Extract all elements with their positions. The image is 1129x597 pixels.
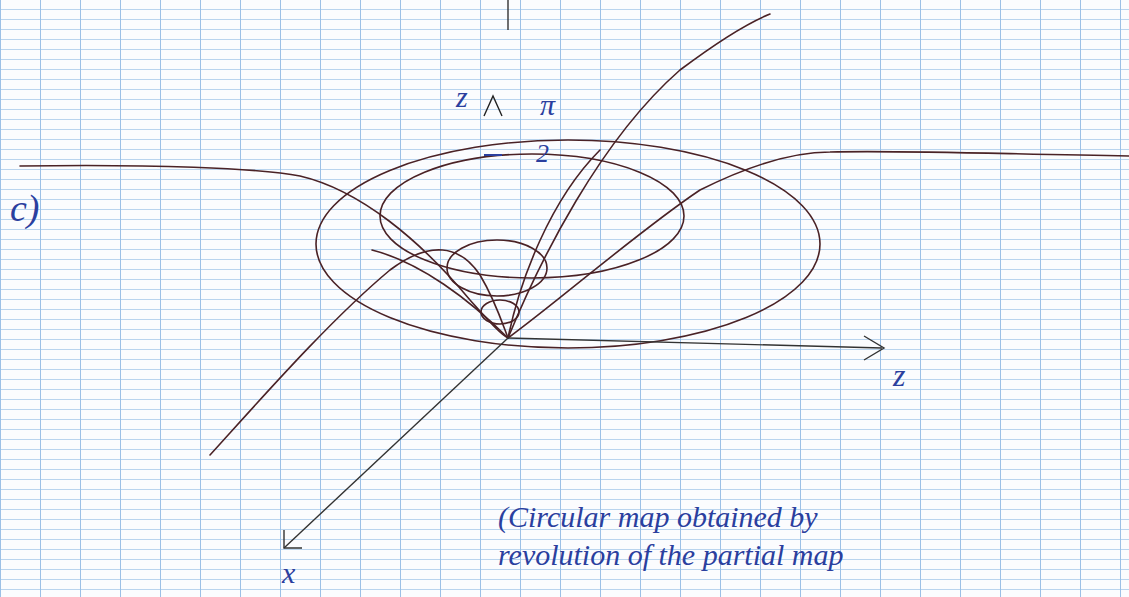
surface-curves xyxy=(20,14,1129,455)
note-text: (Circular map obtained by xyxy=(498,500,818,533)
part-label: c) xyxy=(10,188,40,230)
axes xyxy=(284,0,884,548)
axis-label: x xyxy=(282,556,295,589)
axis-label: z xyxy=(893,358,905,393)
angle-label: 2 xyxy=(536,140,549,169)
note-text: revolution of the partial map xyxy=(498,538,844,571)
axis-label: z xyxy=(456,80,468,113)
angle-label: π xyxy=(540,88,555,121)
